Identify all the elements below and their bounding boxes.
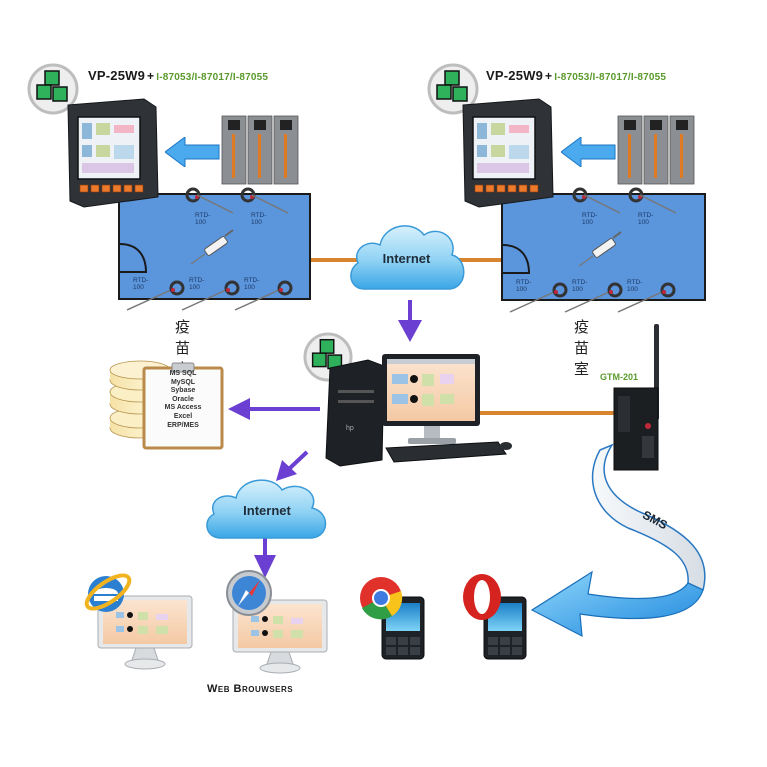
door-icon: [119, 243, 148, 273]
rtd-sensor-icon: [126, 280, 185, 311]
rtd-sensor-icon: [564, 282, 623, 313]
io-modules: I-87053/I-87017/I-87055: [156, 72, 269, 83]
rtd-sensor-icon: [509, 282, 568, 313]
rtd-sensor-icon: [240, 187, 289, 214]
opera-icon: [463, 574, 501, 620]
door-icon: [502, 244, 531, 274]
rtd-sensor-icon: [181, 280, 240, 311]
rtd-label: RTD-100: [251, 212, 267, 226]
rtd-label: RTD-100: [516, 279, 532, 293]
rtd-label: RTD-100: [638, 212, 654, 226]
controller-model: VP-25W9: [486, 68, 544, 83]
io-module-rack-icon: [221, 115, 299, 185]
io-modules: I-87053/I-87017/I-87055: [554, 72, 667, 83]
sms-arrow: [530, 443, 706, 638]
database-item: ERP/MES: [167, 421, 199, 429]
rtd-label: RTD-100: [627, 279, 643, 293]
internet-explorer-icon: [84, 573, 132, 612]
rtd-label: RTD-100: [582, 212, 598, 226]
database-item: MS Access: [164, 404, 202, 412]
rtd-label: RTD-100: [189, 277, 205, 291]
syringe-icon: [190, 229, 234, 265]
gateway-label: GTM-201: [600, 372, 639, 382]
rtd-label: RTD-100: [133, 277, 149, 291]
internet-cloud-top-label: Internet: [382, 251, 431, 266]
syringe-icon: [578, 231, 622, 267]
rtd-label: RTD-100: [572, 279, 588, 293]
data-flow-arrow-icon: [165, 137, 220, 167]
database-item: Sybase: [170, 387, 196, 395]
scada-logo-icon: [427, 63, 479, 115]
chrome-icon: [360, 577, 403, 620]
controller-model: VP-25W9: [88, 68, 146, 83]
data-flow-arrow-icon: [561, 137, 616, 167]
rtd-sensor-icon: [234, 280, 293, 311]
database-item: Excel: [173, 412, 193, 420]
io-module-rack-icon: [617, 115, 695, 185]
database-icon: [109, 360, 224, 450]
arrow-pc-to-database: [228, 398, 320, 420]
database-item: MySQL: [170, 378, 196, 386]
arrow-internet-to-pc: [398, 300, 422, 342]
rtd-label: RTD-100: [195, 212, 211, 226]
rtd-sensor-icon: [185, 187, 234, 214]
room-label: 疫苗室: [574, 318, 592, 378]
rtd-sensor-icon: [617, 282, 676, 313]
database-list: MS SQL MySQL Sybase Oracle MS Access Exc…: [146, 370, 220, 430]
internet-cloud-bottom-label: Internet: [243, 503, 291, 518]
database-item: Oracle: [172, 395, 194, 403]
cloud-icon: [206, 479, 327, 539]
rtd-sensor-icon: [572, 187, 621, 214]
database-item: MS SQL: [169, 370, 197, 377]
hmi-panel-icon: [462, 98, 554, 208]
rtd-label: RTD-100: [244, 277, 260, 291]
cloud-icon: [350, 225, 465, 290]
rtd-sensor-icon: [628, 187, 677, 214]
web-browsers-label: Web Brouwsers: [207, 683, 294, 695]
scada-logo-icon: [27, 63, 79, 115]
site-right-title: VP-25W9+I-87053/I-87017/I-87055: [486, 68, 667, 83]
desktop-monitor-icon: [97, 595, 193, 670]
gsm-modem-icon: [613, 324, 659, 471]
arrow-pc-to-internet: [276, 450, 309, 481]
svg-text:hp: hp: [346, 425, 354, 432]
site-left-title: VP-25W9+I-87053/I-87017/I-87055: [88, 68, 269, 83]
scada-server-pc-icon: hp: [325, 354, 512, 467]
safari-icon: [226, 570, 272, 616]
hmi-panel-icon: [67, 98, 159, 208]
